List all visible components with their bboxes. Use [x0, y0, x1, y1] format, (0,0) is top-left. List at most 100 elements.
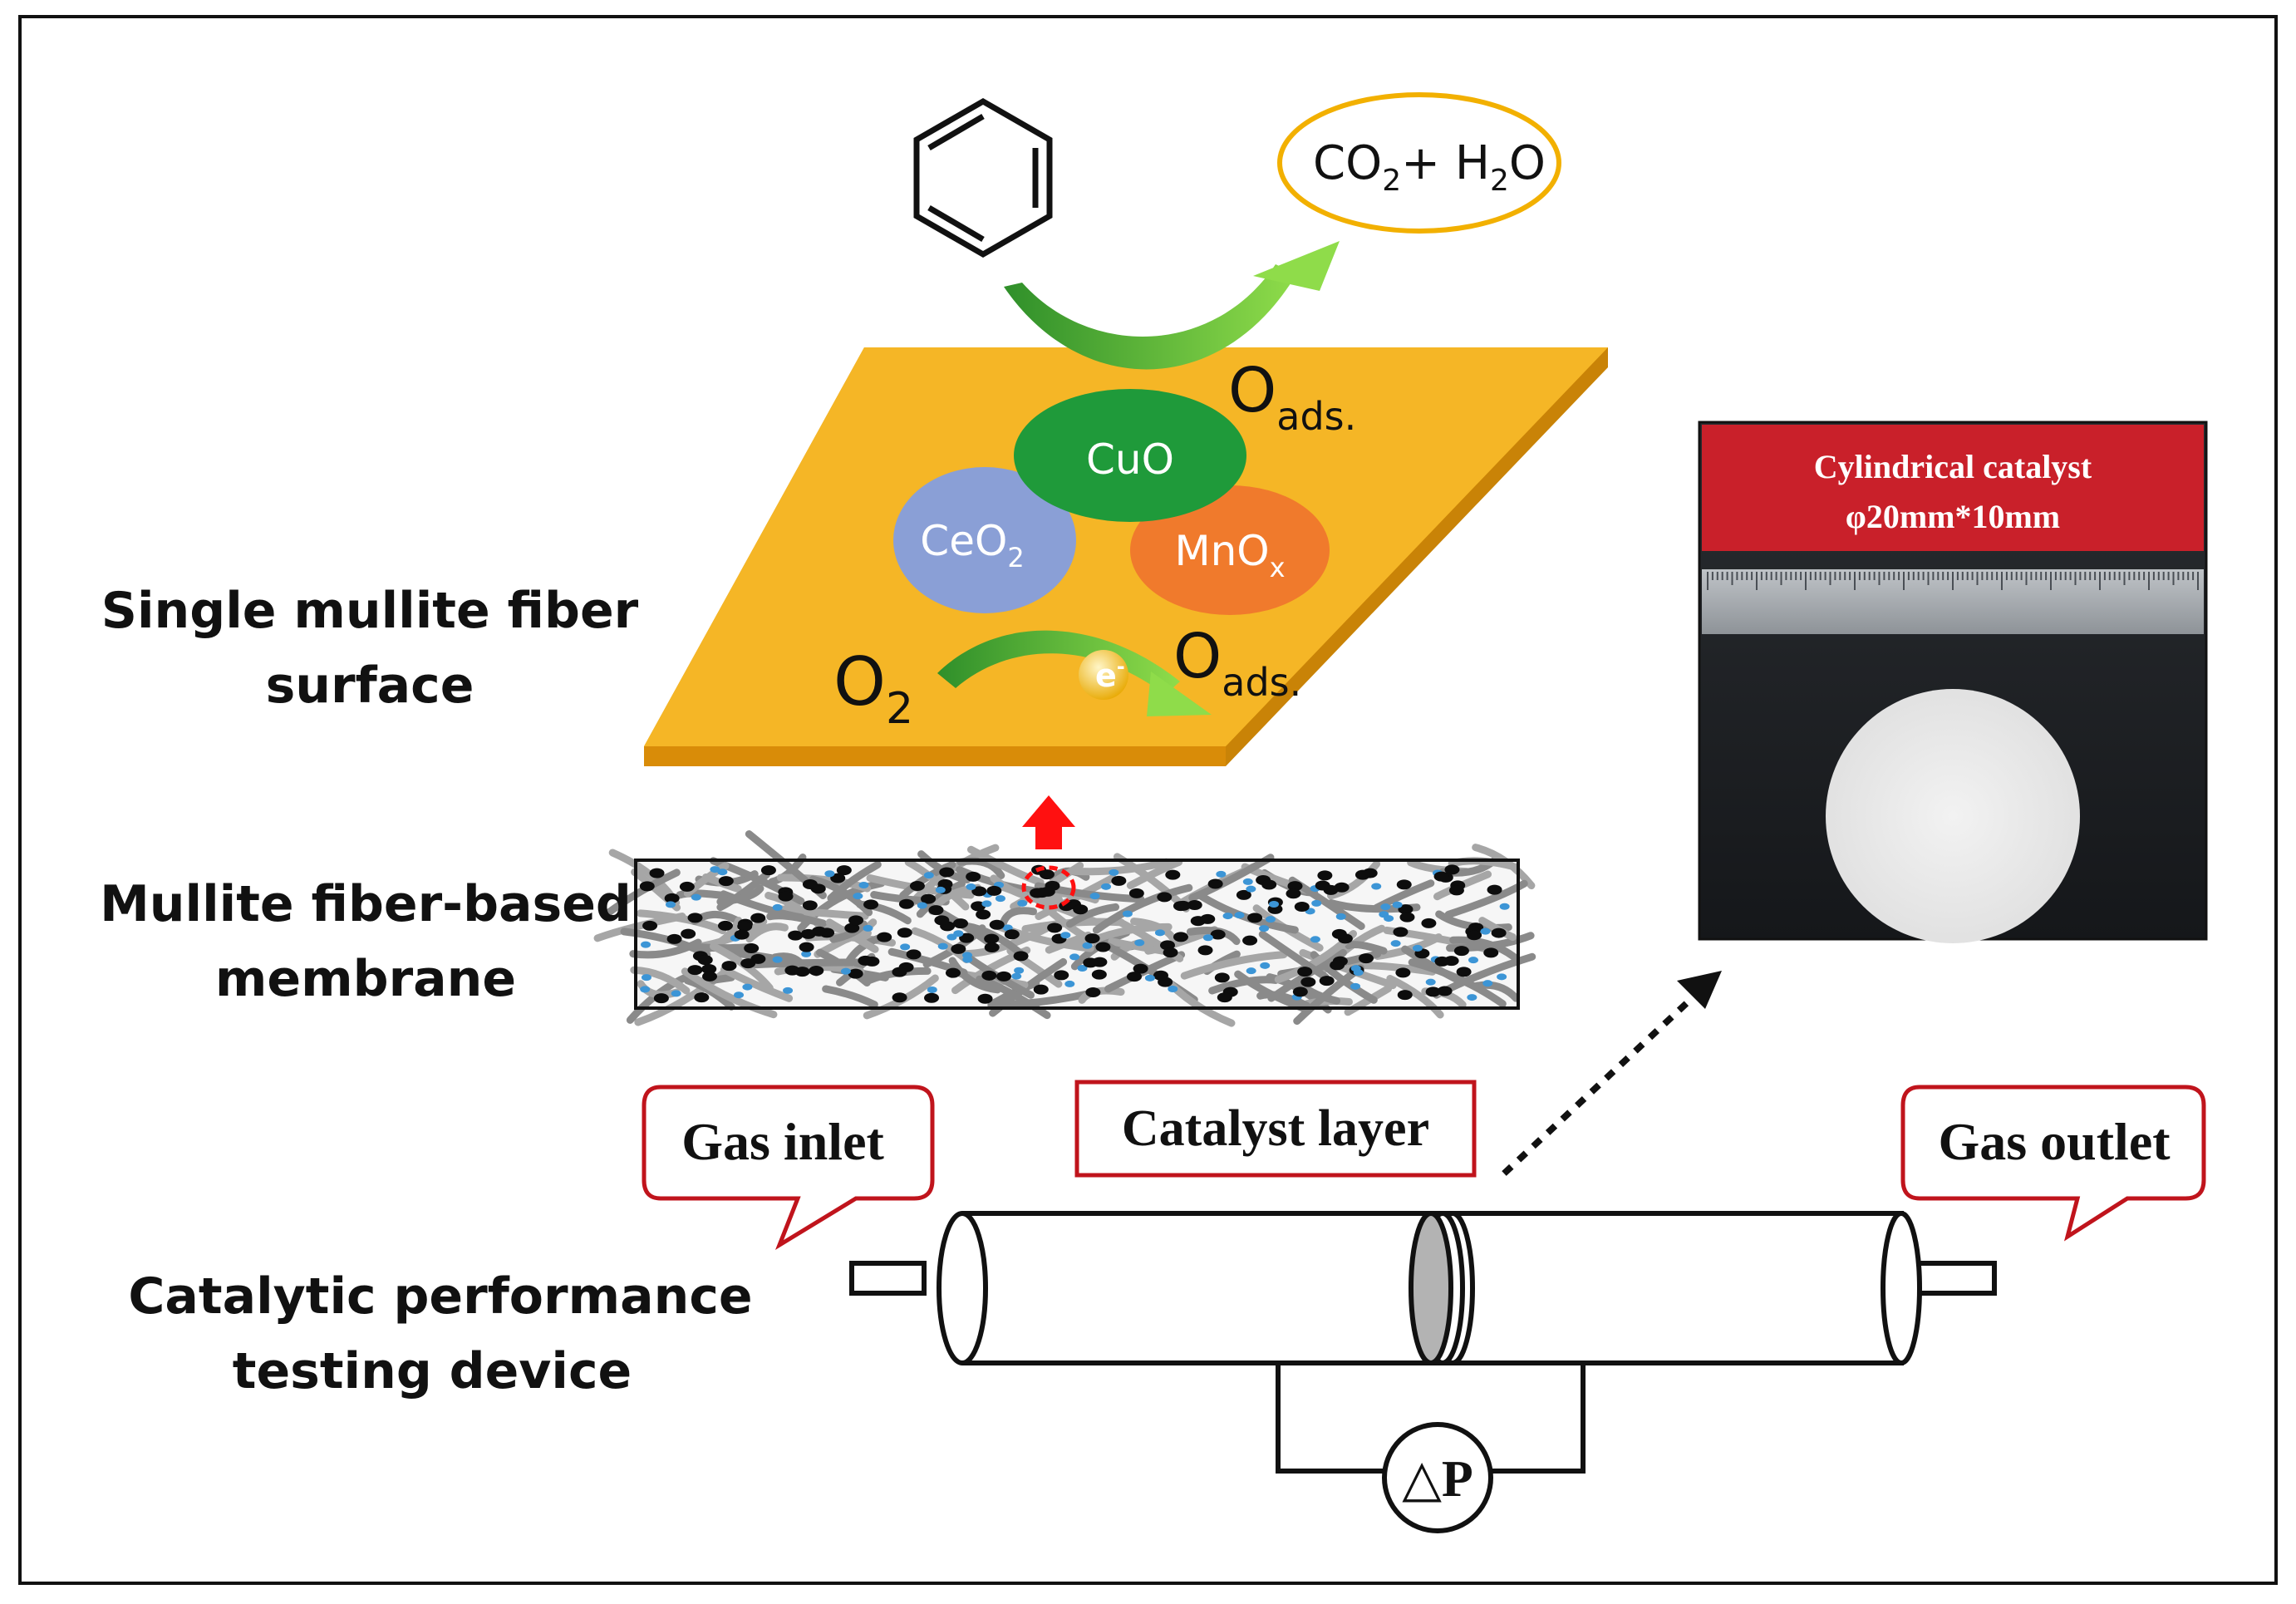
- membrane-pore: [1425, 987, 1441, 997]
- membrane-pore: [809, 966, 824, 977]
- membrane-pore: [1017, 899, 1028, 907]
- membrane-pore: [1399, 912, 1415, 923]
- membrane-pore: [1242, 935, 1258, 946]
- figure-border: [18, 15, 2278, 1585]
- membrane-pore: [802, 878, 818, 889]
- catalyst-disc: [1826, 689, 2080, 943]
- membrane-pore: [1297, 967, 1313, 977]
- membrane-pore: [1448, 885, 1464, 896]
- membrane-pore: [717, 920, 733, 931]
- membrane-pore: [1358, 953, 1374, 964]
- membrane-pore: [996, 971, 1012, 982]
- membrane-pore: [1433, 871, 1449, 882]
- membrane-pore: [1173, 932, 1188, 942]
- membrane-pore: [1157, 892, 1173, 903]
- membrane-pore: [1089, 893, 1100, 900]
- membrane-pore: [934, 915, 950, 926]
- membrane-pore: [1294, 902, 1310, 913]
- membrane-pore: [1421, 918, 1437, 928]
- membrane-fiber: [1408, 958, 1507, 1008]
- membrane-pore: [1040, 886, 1055, 897]
- photo-title-line1: Cylindrical catalyst: [1814, 448, 2092, 485]
- membrane-pore: [1497, 973, 1507, 981]
- membrane-pore: [1054, 970, 1069, 981]
- membrane-fiber: [966, 845, 1045, 887]
- membrane-pore: [977, 993, 993, 1004]
- membrane-pore: [951, 943, 966, 954]
- membrane-pore: [691, 893, 701, 901]
- membrane-pore: [1083, 957, 1099, 968]
- single-fiber-label-line1: Single mullite fiber: [101, 582, 639, 640]
- membrane-pore: [1014, 967, 1025, 974]
- membrane-pore: [1286, 888, 1301, 899]
- membrane-pore: [1292, 987, 1308, 997]
- membrane-pore: [1265, 916, 1276, 923]
- membrane-pore: [892, 992, 907, 1003]
- gas-inlet-label: Gas inlet: [681, 1112, 884, 1171]
- membrane-fiber: [1344, 985, 1393, 1016]
- membrane-pore: [721, 961, 737, 972]
- membrane-fiber: [1256, 991, 1310, 1010]
- membrane-pore: [1210, 929, 1226, 940]
- membrane-pore: [1269, 900, 1280, 908]
- fiber-surface-plate: [644, 347, 1608, 766]
- membrane-pore: [1187, 899, 1202, 910]
- product-ellipse: [1277, 92, 1561, 234]
- membrane-pore: [836, 865, 852, 876]
- membrane-pore: [1260, 962, 1271, 969]
- membrane-pore: [778, 891, 794, 902]
- membrane-fiber: [1258, 930, 1330, 982]
- magnified-region-marker: [1021, 865, 1076, 910]
- membrane-pore: [858, 955, 873, 966]
- membrane-pore: [1453, 946, 1469, 957]
- membrane-fiber: [911, 927, 971, 964]
- membrane-pore: [1217, 992, 1232, 1003]
- membrane-fiber: [1449, 936, 1523, 965]
- catalyst-layer-callout: Catalyst layer: [1074, 1080, 1477, 1178]
- membrane-pore: [1144, 974, 1155, 982]
- catalyst-photo: Cylindrical catalyst φ20mm*10mm: [1698, 421, 2208, 943]
- cuo-particle: [1014, 389, 1246, 522]
- mnox-label: MnOx: [1174, 527, 1285, 583]
- membrane-label-line1: Mullite fiber-based: [100, 875, 632, 933]
- membrane-pore: [897, 927, 912, 938]
- pressure-gauge-icon: [1382, 1422, 1493, 1533]
- membrane-fiber: [1327, 860, 1381, 900]
- photo-pointer-arrowhead-icon: [1677, 971, 1722, 1009]
- membrane-pore: [734, 929, 750, 940]
- membrane-pore: [989, 919, 1005, 930]
- membrane-pore: [952, 918, 968, 929]
- membrane-pore: [1082, 942, 1093, 949]
- membrane-pore: [924, 992, 940, 1003]
- membrane-fiber: [822, 985, 878, 1009]
- membrane-pore: [697, 955, 713, 966]
- membrane-pore: [848, 968, 863, 979]
- membrane-pore: [1396, 879, 1412, 890]
- membrane-pore: [1335, 913, 1346, 920]
- cuo-label: CuO: [1086, 435, 1174, 484]
- pressure-drop-label: △P: [1402, 1451, 1473, 1508]
- ceo2-particle: [893, 467, 1076, 613]
- membrane-pore: [1392, 901, 1403, 908]
- membrane-pore: [1234, 912, 1245, 919]
- membrane-pore: [1350, 965, 1361, 972]
- membrane-pore: [1491, 927, 1507, 938]
- gas-inlet-callout: Gas inlet: [642, 1085, 935, 1250]
- membrane-fiber: [752, 958, 863, 969]
- membrane-pore: [984, 933, 1000, 944]
- electron-label: e-: [1095, 655, 1125, 694]
- membrane-pore: [642, 920, 658, 931]
- membrane-pore: [639, 881, 655, 892]
- membrane-pore: [840, 967, 851, 975]
- membrane-pore: [1111, 875, 1127, 886]
- magnify-up-arrow-icon: [1022, 795, 1075, 849]
- membrane-pore: [1259, 925, 1270, 932]
- membrane-fiber: [745, 923, 789, 943]
- catalyst-layer-label: Catalyst layer: [1122, 1100, 1429, 1157]
- membrane-pore: [1101, 883, 1112, 890]
- membrane-pore: [877, 932, 892, 942]
- membrane-pore: [737, 921, 753, 932]
- membrane-pore: [1069, 953, 1080, 961]
- membrane-pore: [824, 870, 835, 878]
